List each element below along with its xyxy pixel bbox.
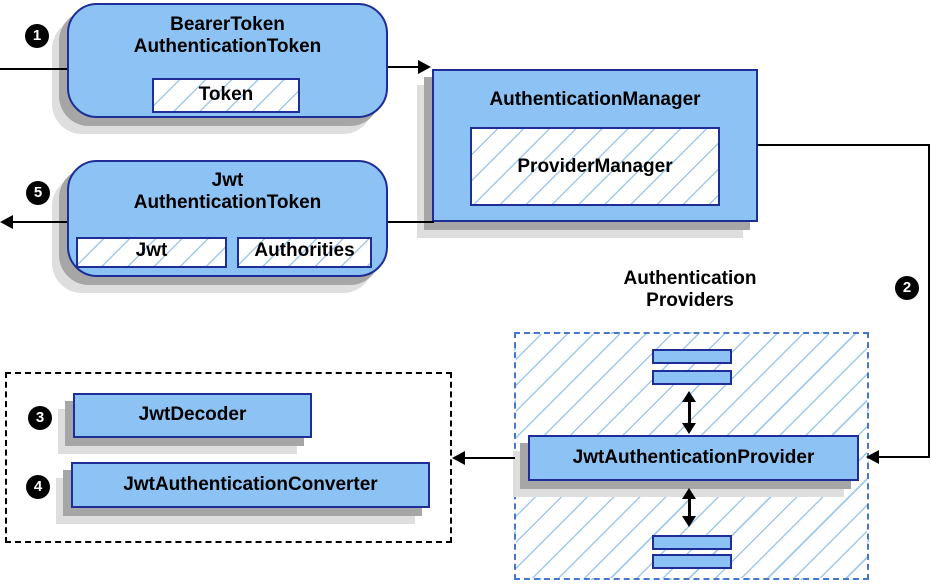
step-4-badge: 4 — [26, 475, 50, 499]
request-in-line — [0, 68, 67, 70]
provider-to-decoder-arrow-icon — [452, 451, 465, 465]
bearer-token-title: BearerToken AuthenticationToken — [67, 14, 388, 58]
authorities-field-label: Authorities — [254, 240, 355, 261]
step-3-badge: 3 — [28, 406, 52, 430]
other-provider-rect-2 — [652, 370, 732, 385]
authorities-field — [237, 237, 372, 268]
authentication-providers-label: Authentication Providers — [590, 268, 790, 312]
step-2-badge: 2 — [895, 276, 919, 300]
jwt-authentication-token-title: Jwt AuthenticationToken — [67, 170, 388, 214]
manager-to-provider-top-line — [758, 144, 930, 146]
bearer-token-authentication-token-node — [67, 3, 388, 118]
other-provider-rect-4 — [652, 554, 732, 569]
other-provider-rect-1 — [652, 349, 732, 364]
token-field — [152, 78, 300, 113]
step-5-badge: 5 — [26, 181, 50, 205]
bearer-token-title-line2: AuthenticationToken — [133, 36, 322, 57]
manager-to-jwt-token-line — [388, 221, 434, 223]
jwt-field — [76, 237, 227, 268]
authentication-providers-label-line1: Authentication — [623, 268, 757, 289]
manager-to-provider-vertical-line — [928, 144, 930, 458]
double-arrow-bottom-down-icon — [682, 516, 696, 527]
double-arrow-top-line — [688, 399, 691, 426]
other-provider-rect-3 — [652, 535, 732, 550]
jwt-token-out-line — [13, 221, 67, 223]
step-1-badge: 1 — [25, 24, 49, 48]
jwt-authentication-converter-label: JwtAuthenticationConverter — [123, 474, 378, 495]
token-field-label: Token — [198, 84, 254, 105]
manager-to-provider-bottom-line — [879, 456, 930, 458]
jwt-authentication-converter-node — [71, 462, 430, 508]
manager-to-provider-arrow-icon — [866, 450, 879, 464]
jwt-decoder-node — [73, 393, 312, 438]
jwt-authentication-provider-node — [528, 435, 859, 481]
decoder-converter-container — [5, 372, 452, 543]
provider-to-decoder-line — [464, 457, 515, 459]
authentication-manager-title: AuthenticationManager — [489, 89, 701, 110]
jwt-field-label: Jwt — [135, 240, 168, 261]
double-arrow-bottom-up-icon — [682, 488, 696, 499]
bearer-to-manager-arrow-icon — [418, 60, 431, 74]
authentication-providers-label-line2: Providers — [646, 290, 734, 311]
provider-manager-label: ProviderManager — [517, 156, 673, 177]
provider-manager-field — [470, 127, 720, 206]
jwt-token-out-arrow-icon — [0, 215, 13, 229]
jwt-decoder-label: JwtDecoder — [138, 404, 247, 425]
bearer-to-manager-line — [388, 66, 419, 68]
double-arrow-bottom-line — [688, 496, 691, 520]
bearer-token-title-line1: BearerToken — [170, 14, 285, 35]
jwt-token-title-line2: AuthenticationToken — [133, 192, 322, 213]
jwt-token-title-line1: Jwt — [211, 170, 244, 191]
jwt-authentication-provider-label: JwtAuthenticationProvider — [572, 447, 815, 468]
double-arrow-top-down-icon — [682, 423, 696, 434]
double-arrow-top-up-icon — [682, 391, 696, 402]
